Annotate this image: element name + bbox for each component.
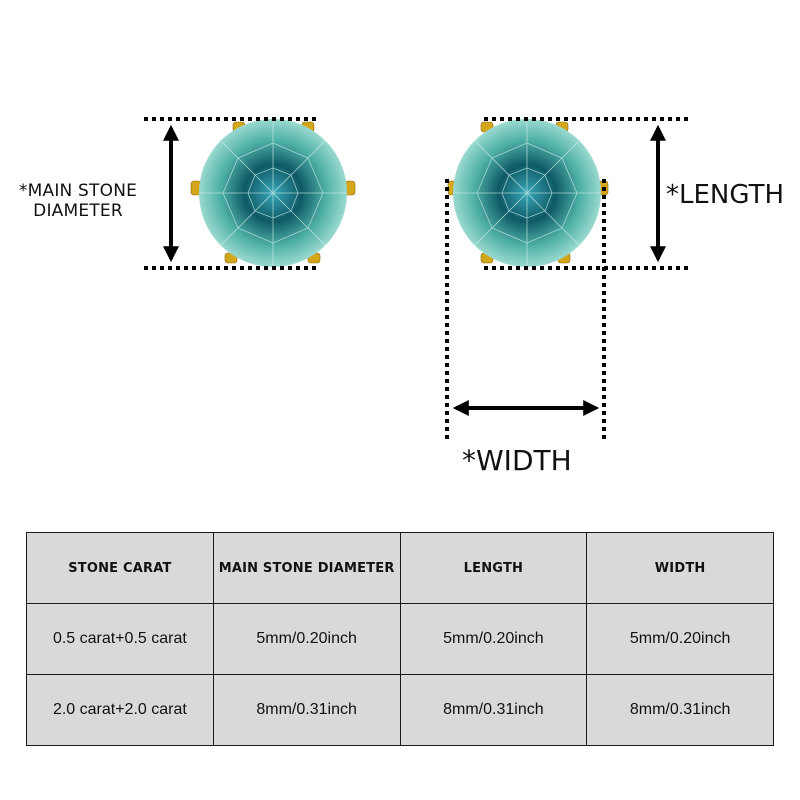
cell-length: 5mm/0.20inch	[399, 603, 588, 675]
diagram-svg	[144, 117, 690, 440]
cell-width: 8mm/0.31inch	[586, 674, 774, 746]
header-width: WIDTH	[586, 532, 774, 604]
main-stone-diameter-label: *MAIN STONE DIAMETER	[18, 181, 138, 222]
left-stone-facets	[199, 119, 347, 267]
right-earring	[447, 119, 609, 267]
cell-length: 8mm/0.31inch	[399, 674, 588, 746]
cell-stone-carat: 0.5 carat+0.5 carat	[26, 603, 214, 675]
header-length: LENGTH	[399, 532, 588, 604]
dimension-arrows	[163, 124, 666, 416]
right-stone-facets	[453, 119, 601, 267]
table-row: 0.5 carat+0.5 carat 5mm/0.20inch 5mm/0.2…	[26, 603, 774, 675]
header-stone-carat: STONE CARAT	[26, 532, 214, 604]
size-spec-table: STONE CARAT MAIN STONE DIAMETER LENGTH W…	[26, 532, 774, 746]
cell-main-stone-diameter: 8mm/0.31inch	[212, 674, 401, 746]
dotted-guides	[144, 117, 690, 440]
length-label: *LENGTH	[666, 180, 785, 210]
dimension-diagram: *MAIN STONE DIAMETER *LENGTH *WIDTH	[18, 117, 785, 477]
left-earring	[190, 119, 356, 267]
cell-main-stone-diameter: 5mm/0.20inch	[212, 603, 401, 675]
width-label: *WIDTH	[462, 444, 572, 477]
cell-stone-carat: 2.0 carat+2.0 carat	[26, 674, 214, 746]
table-row: 2.0 carat+2.0 carat 8mm/0.31inch 8mm/0.3…	[26, 674, 774, 746]
table-header-row: STONE CARAT MAIN STONE DIAMETER LENGTH W…	[26, 532, 774, 604]
cell-width: 5mm/0.20inch	[586, 603, 774, 675]
header-main-stone-diameter: MAIN STONE DIAMETER	[212, 532, 401, 604]
